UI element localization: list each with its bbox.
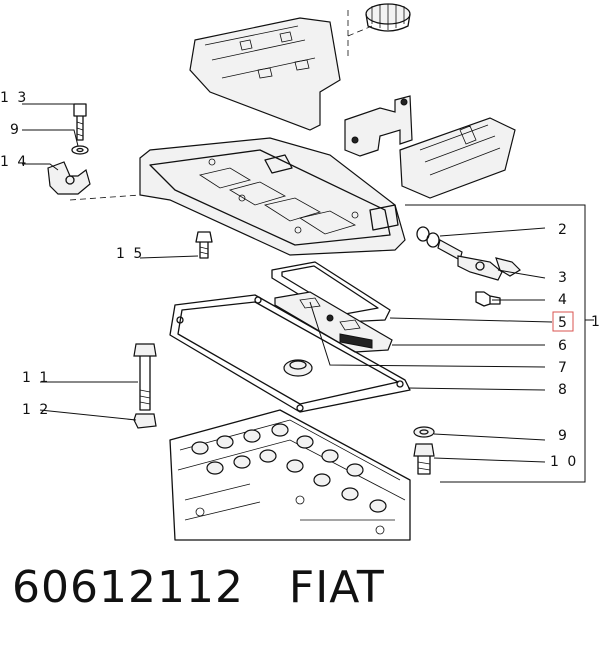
callout-4: 4	[558, 292, 569, 308]
stud-11	[133, 343, 157, 411]
callout-9-bottom: 9	[558, 428, 569, 444]
part-caption: 60612112 FIAT	[12, 562, 385, 613]
bolt-10	[413, 443, 435, 475]
nut-12	[133, 413, 157, 429]
sensor-3	[437, 239, 521, 281]
bolt-13	[73, 103, 87, 141]
callout-7: 7	[558, 360, 569, 376]
engine-top-cover	[189, 17, 341, 131]
bolt-15	[195, 231, 213, 259]
o-rings-2	[416, 226, 440, 248]
camshaft-lobes	[191, 423, 387, 513]
part-number: 60612112	[12, 562, 244, 613]
washer-9-bottom	[413, 426, 435, 438]
group-bracket-1	[405, 204, 586, 483]
callout-2: 2	[558, 222, 569, 238]
callout-3: 3	[558, 270, 569, 286]
callout-9-top: 9	[10, 122, 21, 138]
callout-15: 1 5	[116, 246, 144, 262]
plate-6	[274, 291, 393, 353]
callout-6: 6	[558, 338, 569, 354]
seal-plug	[283, 359, 313, 377]
exploded-parts-diagram: 1 3 9 1 4 1 5 1 1 1 2 2 3 4 5 6 7 8 9 1 …	[0, 3, 600, 541]
washer-9-top	[71, 145, 89, 155]
callout-1: 1	[591, 314, 600, 330]
coil-cover	[399, 117, 516, 199]
callout-10: 1 0	[550, 454, 578, 470]
callout-13: 1 3	[0, 90, 28, 106]
leader-lines	[22, 103, 553, 463]
callout-12: 1 2	[22, 402, 50, 418]
clip-14	[47, 161, 91, 195]
gasket-8	[169, 294, 411, 413]
valve-cover	[139, 137, 406, 256]
screw-4	[475, 291, 501, 307]
oil-filler-cap	[365, 3, 411, 32]
mounting-bracket	[344, 95, 413, 157]
callout-5: 5	[558, 315, 569, 331]
gasket-5	[271, 261, 391, 323]
callout-14: 1 4	[0, 154, 28, 170]
callout-11: 1 1	[22, 370, 50, 386]
cylinder-head	[169, 409, 411, 541]
callout-5-highlight	[552, 311, 574, 332]
callout-8: 8	[558, 382, 569, 398]
brand-name: FIAT	[288, 562, 385, 613]
